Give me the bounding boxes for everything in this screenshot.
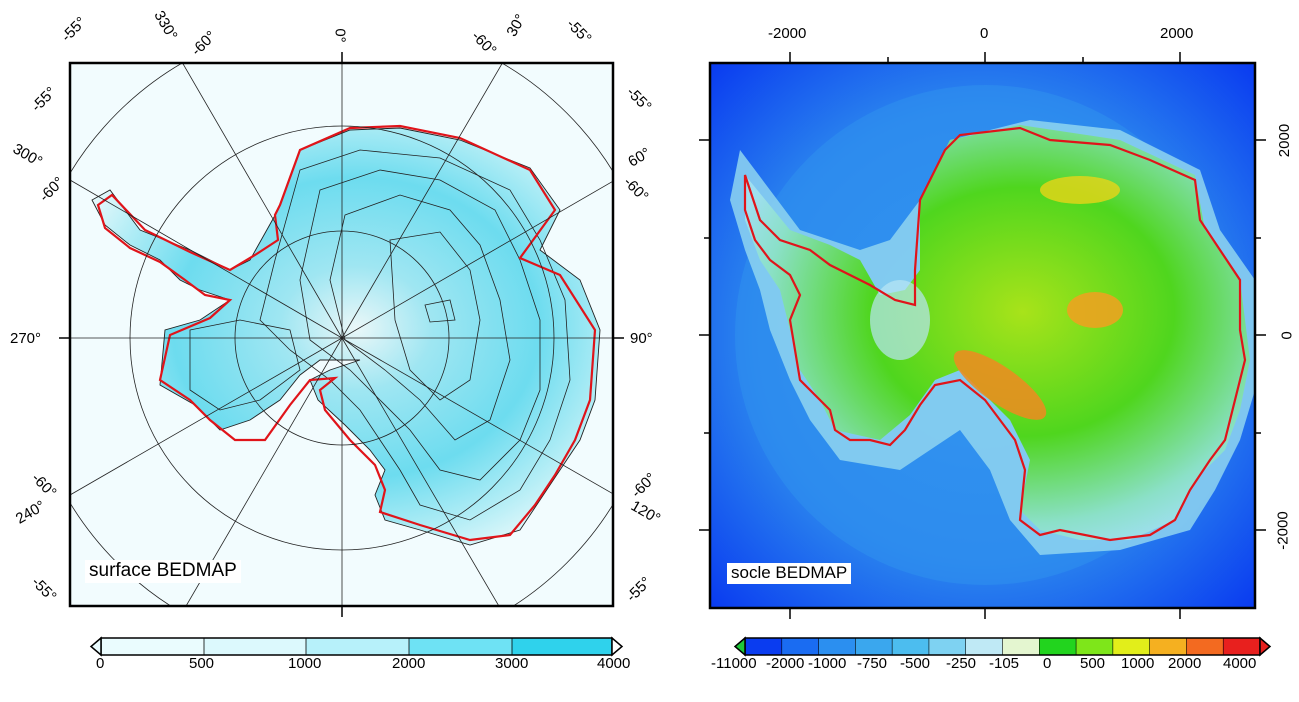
right-colorbar-tick: -500 (900, 655, 931, 672)
left-colorbar-tick: 500 (189, 655, 215, 672)
left-map-graphic (59, 52, 624, 617)
grounding-line (743, 126, 1247, 542)
right-colorbar-tick: 4000 (1223, 655, 1257, 672)
right-colorbar-tick: 1000 (1121, 655, 1155, 672)
y-tick-label: -2000 (1274, 511, 1292, 550)
bedrock-high-orange-2 (1067, 292, 1123, 328)
left-colorbar-tick: 1000 (288, 655, 322, 672)
left-colorbar-tick: 3000 (495, 655, 529, 672)
antarctica-surface (91, 127, 601, 546)
right-colorbar-tick: -250 (946, 655, 977, 672)
bedrock-land (745, 125, 1250, 540)
bedrock-high-orange-1 (953, 350, 1047, 420)
grounding-line (96, 124, 597, 542)
y-tick-label: 2000 (1276, 123, 1294, 158)
bedrock-low (870, 280, 930, 360)
lon-label-270: 270° (10, 330, 42, 347)
right-colorbar-tick: -750 (857, 655, 888, 672)
right-colorbar-tick: -11000 (711, 655, 757, 672)
x-tick-label: 2000 (1160, 25, 1194, 42)
left-colorbar-tick: 0 (96, 655, 105, 672)
right-colorbar-tick: 500 (1080, 655, 1106, 672)
lon-label-90: 90° (630, 330, 653, 347)
left-map-title: surface BEDMAP (85, 560, 241, 583)
left-colorbar-tick: 4000 (597, 655, 631, 672)
right-map-title: socle BEDMAP (727, 563, 852, 584)
x-tick-label: -2000 (768, 25, 807, 42)
y-tick-label: 0 (1278, 331, 1296, 340)
left-colorbar-tick: 2000 (392, 655, 426, 672)
right-colorbar-tick: -105 (989, 655, 1020, 672)
right-colorbar-tick: -1000 (808, 655, 847, 672)
right-colorbar-tick: 2000 (1168, 655, 1202, 672)
x-tick-label: 0 (980, 25, 989, 42)
right-colorbar-tick: -2000 (766, 655, 805, 672)
bedrock-high-yellow (1040, 176, 1120, 204)
right-colorbar-tick: 0 (1043, 655, 1052, 672)
